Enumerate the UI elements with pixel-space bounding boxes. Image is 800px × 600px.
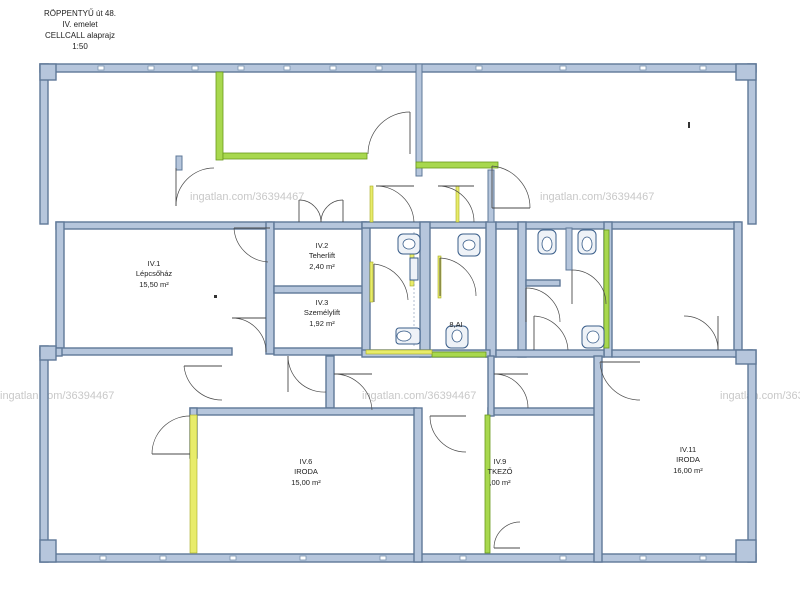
room-label-iv11: IV.11 IRODA 16,00 m²	[673, 445, 703, 475]
plan-title-block: RÖPPENTYŰ út 48. IV. emelet CELLCALL ala…	[20, 8, 140, 52]
svg-text:Lépcsőház: Lépcsőház	[136, 269, 173, 278]
svg-text:IRODA: IRODA	[294, 467, 318, 476]
plan-marker	[214, 295, 217, 298]
svg-text:IRODA: IRODA	[676, 455, 700, 464]
toilet-icon	[445, 325, 469, 349]
svg-text:1,92 m²: 1,92 m²	[309, 319, 335, 328]
svg-text:16,00 m²: 16,00 m²	[673, 466, 703, 475]
svg-text:15,00 m²: 15,00 m²	[291, 478, 321, 487]
plan-floor: IV. emelet	[62, 20, 98, 29]
svg-text:IV.6: IV.6	[300, 457, 313, 466]
exterior-walls	[39, 63, 757, 563]
toilet-icon	[395, 327, 421, 345]
watermark-text: ingatlan.com/36394467	[0, 390, 114, 402]
radiator-icon	[409, 257, 419, 281]
interior-walls	[39, 63, 757, 563]
svg-text:IV.11: IV.11	[680, 445, 696, 454]
svg-text:IV.9: IV.9	[494, 457, 507, 466]
room-label-iv2: IV.2 Teherlift 2,40 m²	[309, 241, 336, 271]
fixtures	[395, 229, 605, 349]
room-label-iv3: IV.3 Személylift 1,92 m²	[304, 298, 341, 328]
svg-text:IV.3: IV.3	[316, 298, 329, 307]
svg-text:,00 m²: ,00 m²	[489, 478, 511, 487]
plan-marker	[688, 122, 690, 128]
svg-text:Személylift: Személylift	[304, 308, 341, 317]
new-walls	[215, 71, 610, 554]
washbasin-icon	[457, 233, 481, 257]
room-label-iv6: IV.6 IRODA 15,00 m²	[291, 457, 321, 487]
svg-text:TKEZŐ: TKEZŐ	[487, 467, 512, 476]
svg-text:IV.2: IV.2	[316, 241, 329, 250]
washbasin-icon	[581, 325, 605, 349]
watermark-text: ingatlan.com/36394467	[720, 390, 800, 402]
room-label-iv9: IV.9 TKEZŐ ,00 m²	[487, 457, 512, 487]
watermark-text: ingatlan.com/36394467	[362, 390, 476, 402]
watermarks: ingatlan.com/36394467 ingatlan.com/36394…	[0, 191, 800, 402]
svg-text:2,40 m²: 2,40 m²	[309, 262, 335, 271]
svg-text:IV.1: IV.1	[148, 259, 161, 268]
plan-name: CELLCALL alaprajz	[45, 31, 115, 40]
plan-address: RÖPPENTYŰ út 48.	[43, 9, 117, 18]
svg-text:15,50 m²: 15,50 m²	[139, 280, 169, 289]
washbasin-icon	[397, 233, 421, 255]
doors	[151, 111, 719, 549]
plan-scale: 1:50	[72, 42, 88, 51]
room-label-wc: 8,AI	[449, 320, 462, 329]
toilet-icon	[537, 229, 557, 255]
watermark-text: ingatlan.com/36394467	[190, 191, 304, 203]
svg-text:Teherlift: Teherlift	[309, 251, 336, 260]
room-label-iv1: IV.1 Lépcsőház 15,50 m²	[136, 259, 173, 289]
toilet-icon	[577, 229, 597, 255]
watermark-text: ingatlan.com/36394467	[540, 191, 654, 203]
